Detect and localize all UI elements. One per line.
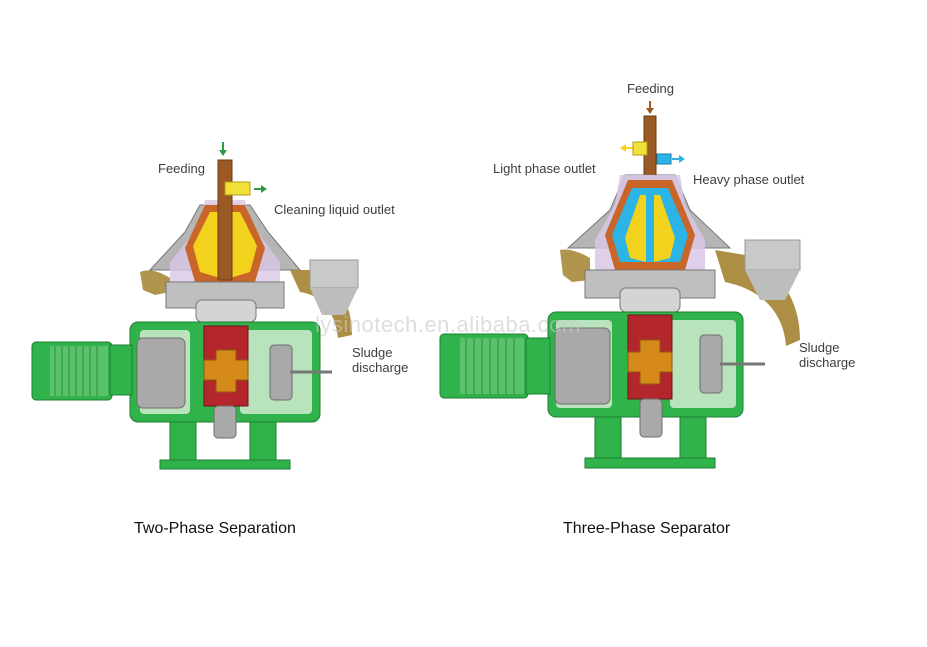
two-phase-feed-arrow-icon xyxy=(219,142,227,156)
three-phase-feed-arrow-icon xyxy=(646,101,654,114)
three-phase-feeding-label: Feeding xyxy=(627,81,674,96)
watermark-text: lysinotech.en.alibaba.com xyxy=(315,312,581,337)
two-phase-feeding-label: Feeding xyxy=(158,161,205,176)
two-phase-outlet-arrow-icon xyxy=(254,185,267,193)
light-phase-arrow-icon xyxy=(620,144,633,152)
two-phase-cleaning-outlet-label: Cleaning liquid outlet xyxy=(274,202,395,217)
two-phase-sludge-label: Sludge discharge xyxy=(352,345,409,375)
heavy-phase-outlet-label: Heavy phase outlet xyxy=(693,172,805,187)
two-phase-separator xyxy=(31,142,359,470)
three-phase-separator xyxy=(439,101,801,469)
two-phase-caption: Two-Phase Separation xyxy=(134,520,296,537)
three-phase-caption: Three-Phase Separator xyxy=(563,520,731,537)
heavy-phase-arrow-icon xyxy=(672,155,685,163)
three-phase-sludge-label: Sludge discharge xyxy=(799,340,856,370)
light-phase-outlet-label: Light phase outlet xyxy=(493,161,596,176)
